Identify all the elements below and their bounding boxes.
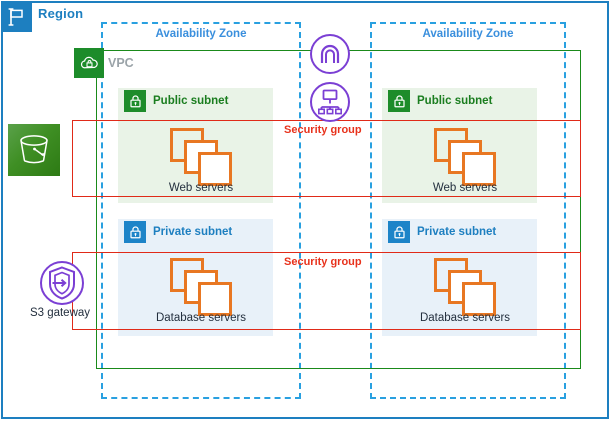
security-group-web-label: Security group xyxy=(284,124,362,136)
private-subnet-left-header: Private subnet xyxy=(124,221,232,243)
availability-zone-left-boundary xyxy=(101,22,301,399)
vpc-endpoint-icon xyxy=(38,259,86,307)
ec2-instances-icon xyxy=(170,128,232,186)
application-load-balancer-icon xyxy=(308,80,352,124)
lock-icon xyxy=(124,221,146,243)
public-subnet-left-header: Public subnet xyxy=(124,90,228,112)
vpc-cloud-icon xyxy=(74,48,104,78)
public-subnet-right-label: Public subnet xyxy=(417,95,493,107)
web-servers-left-label: Web servers xyxy=(168,182,234,194)
vpc-label: VPC xyxy=(108,56,134,70)
ec2-instances-icon xyxy=(170,258,232,316)
private-subnet-left-label: Private subnet xyxy=(153,226,233,238)
web-servers-right-label: Web servers xyxy=(432,182,498,194)
database-servers-right-label: Database servers xyxy=(419,312,511,324)
lock-icon xyxy=(124,90,146,112)
security-group-db-label: Security group xyxy=(284,256,362,268)
availability-zone-right-label: Availability Zone xyxy=(422,28,514,40)
public-subnet-right-header: Public subnet xyxy=(388,90,492,112)
availability-zone-left-label: Availability Zone xyxy=(155,28,247,40)
private-subnet-right-header: Private subnet xyxy=(388,221,496,243)
availability-zone-right-boundary xyxy=(370,22,566,399)
internet-gateway-icon xyxy=(308,32,352,76)
ec2-instances-icon xyxy=(434,258,496,316)
lock-icon xyxy=(388,90,410,112)
ec2-instances-icon xyxy=(434,128,496,186)
private-subnet-right-label: Private subnet xyxy=(417,226,497,238)
region-label: Region xyxy=(38,6,84,21)
public-subnet-left-label: Public subnet xyxy=(153,95,229,107)
s3-bucket-icon xyxy=(8,124,60,176)
database-servers-left-label: Database servers xyxy=(155,312,247,324)
s3-gateway-label: S3 gateway xyxy=(29,307,91,319)
region-flag-icon xyxy=(1,1,32,32)
lock-icon xyxy=(388,221,410,243)
